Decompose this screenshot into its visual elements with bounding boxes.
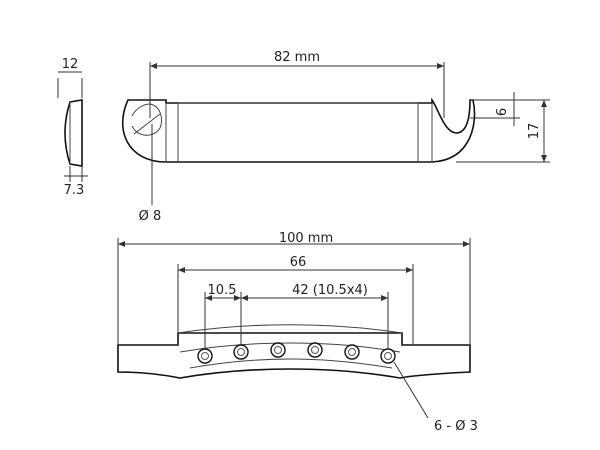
string-hole (201, 352, 209, 360)
top-length-label: 82 mm (274, 50, 320, 65)
string-hole (344, 344, 360, 360)
top-view: Ø 8 82 mm 6 17 (121, 50, 550, 224)
string-hole (384, 352, 392, 360)
front-view: 100 mm 66 10.5 42 (10.5x4) 6 - Ø 3 (117, 231, 478, 434)
string-hole (237, 348, 245, 356)
string-hole (307, 342, 323, 358)
slot-width-label: 6 (495, 108, 510, 116)
string-hole (233, 344, 249, 360)
side-depth-label: 7.3 (64, 183, 85, 198)
top-height-label: 17 (527, 123, 542, 140)
string-holes-label: 6 - Ø 3 (434, 419, 478, 434)
stud-hole-label: Ø 8 (139, 209, 162, 224)
side-view: 12 7.3 (57, 57, 88, 198)
string-hole (311, 346, 319, 354)
string-span-label: 42 (10.5x4) (292, 283, 368, 298)
string-hole (270, 342, 286, 358)
string-hole (380, 348, 396, 364)
string-spacing-label: 10.5 (208, 283, 237, 298)
string-hole (348, 348, 356, 356)
stud-spacing-label: 66 (290, 255, 307, 270)
string-hole (197, 348, 213, 364)
side-width-label: 12 (62, 57, 79, 72)
string-hole (274, 346, 282, 354)
overall-length-label: 100 mm (279, 231, 333, 246)
